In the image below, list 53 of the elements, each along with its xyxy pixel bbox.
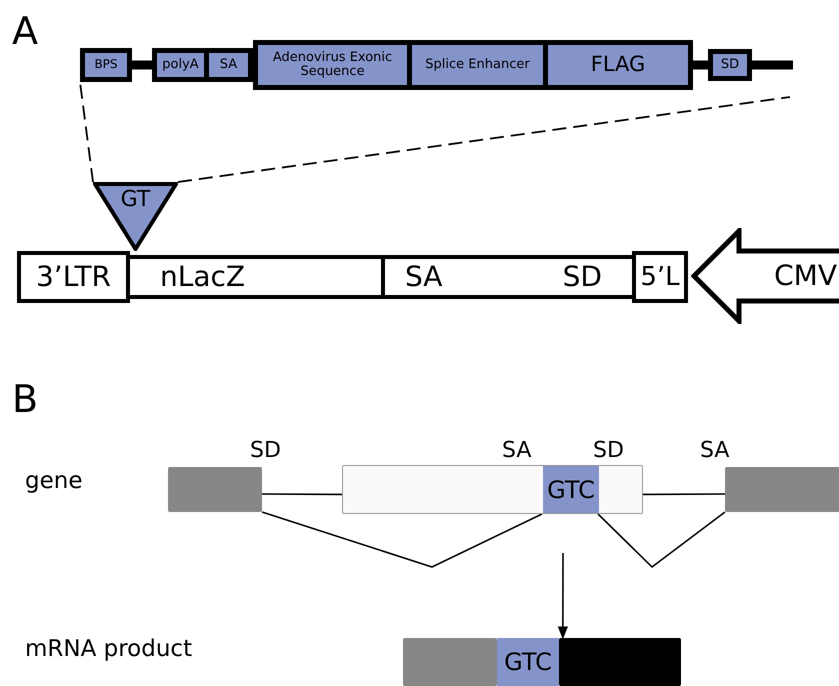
backbone-line bbox=[752, 60, 793, 70]
segment-label: 3’LTR bbox=[36, 262, 112, 292]
cassette-segment bbox=[80, 48, 132, 82]
dashed-expansion-line bbox=[178, 96, 790, 183]
cassette-segment bbox=[548, 40, 693, 90]
arrow bbox=[558, 553, 568, 640]
splicing-line bbox=[597, 511, 726, 568]
cassette-segment bbox=[708, 49, 752, 81]
insertion-triangle bbox=[93, 182, 178, 251]
splice-site-label: SD bbox=[250, 440, 281, 462]
segment-label: Splice Enhancer bbox=[425, 58, 530, 72]
row-label: gene bbox=[25, 470, 82, 493]
cassette-segment bbox=[253, 40, 412, 90]
cassette-segment bbox=[209, 48, 253, 82]
mrna-bar bbox=[403, 638, 681, 686]
segment-label: nLacZ bbox=[160, 262, 246, 292]
splice-site-label: SD bbox=[593, 440, 624, 462]
segment-label: BPS bbox=[94, 58, 118, 72]
row-label: mRNA product bbox=[25, 638, 192, 661]
dashed-expansion-line bbox=[79, 82, 94, 182]
intron-line bbox=[262, 493, 342, 496]
segment-label: CMV bbox=[774, 260, 837, 292]
segment-label: GT bbox=[120, 188, 150, 212]
cassette-segment bbox=[412, 40, 548, 90]
panel-letter: A bbox=[12, 12, 38, 50]
splice-site-label: SA bbox=[502, 440, 532, 462]
backbone-line bbox=[132, 60, 152, 70]
trap-exon-block bbox=[543, 466, 599, 513]
vector-segment bbox=[17, 251, 130, 303]
splicing-line bbox=[262, 511, 542, 568]
segment-label: GTC bbox=[547, 477, 595, 504]
cassette-segment bbox=[152, 48, 209, 82]
mrna-segment bbox=[403, 638, 497, 686]
promoter-arrow bbox=[691, 228, 839, 324]
segment-label: SD bbox=[562, 262, 602, 292]
intron-line bbox=[643, 493, 725, 496]
mrna-segment bbox=[497, 638, 559, 686]
segment-label: SA bbox=[220, 58, 238, 72]
mrna-segment bbox=[559, 638, 681, 686]
exon-block bbox=[725, 467, 839, 512]
panel-letter: B bbox=[12, 380, 38, 418]
vector-segment bbox=[632, 251, 688, 303]
segment-label: 5’L bbox=[640, 262, 680, 292]
splice-site-label: SA bbox=[700, 440, 730, 462]
exon-block bbox=[168, 467, 262, 512]
segment-label: SA bbox=[405, 262, 442, 292]
segment-label: GTC bbox=[504, 648, 552, 676]
segment-label: SD bbox=[720, 58, 740, 72]
segment-label: polyA bbox=[162, 58, 199, 72]
backbone-line bbox=[693, 60, 708, 70]
segment-label: Adenovirus Exonic Sequence bbox=[272, 50, 394, 80]
segment-label: FLAG bbox=[590, 53, 646, 77]
trapped-intron-region bbox=[342, 465, 643, 514]
